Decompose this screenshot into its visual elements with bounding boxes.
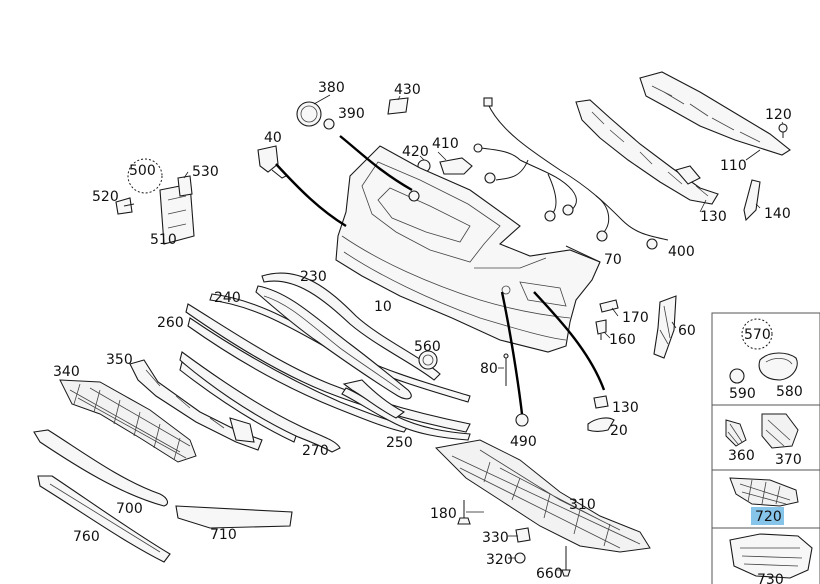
part-140 — [743, 179, 761, 222]
label-720: 720 — [755, 509, 782, 525]
part-320 — [514, 552, 526, 564]
part-240-strip — [255, 285, 412, 400]
part-110 — [639, 71, 791, 156]
label-240: 240 — [214, 290, 241, 306]
part-490 — [515, 413, 529, 427]
part-130-beam — [575, 99, 719, 205]
label-510: 510 — [150, 232, 177, 248]
part-180 — [457, 500, 471, 525]
part-250b — [342, 379, 406, 419]
label-10: 10 — [374, 299, 392, 315]
part-430 — [387, 97, 409, 115]
label-70: 70 — [604, 252, 622, 268]
part-130-small — [593, 395, 609, 409]
part-380 — [296, 101, 322, 127]
part-120 — [778, 123, 788, 138]
label-40: 40 — [264, 130, 282, 146]
part-340 — [59, 379, 197, 463]
label-430: 430 — [394, 82, 421, 98]
pointer-lines — [183, 94, 784, 571]
part-700 — [33, 429, 169, 507]
label-420: 420 — [402, 144, 429, 160]
part-40 — [257, 145, 287, 179]
part-760 — [37, 475, 171, 563]
part-720 — [729, 477, 799, 507]
part-570-group — [729, 318, 798, 384]
part-370 — [761, 413, 799, 449]
label-500: 500 — [129, 163, 156, 179]
label-350: 350 — [106, 352, 133, 368]
label-410: 410 — [432, 136, 459, 152]
label-330: 330 — [482, 530, 509, 546]
part-410 — [439, 157, 473, 175]
part-10-bumper — [335, 145, 601, 353]
label-580: 580 — [776, 384, 803, 400]
label-560: 560 — [414, 339, 441, 355]
part-160 — [595, 319, 607, 340]
label-710: 710 — [210, 527, 237, 543]
highlight-720 — [751, 507, 784, 525]
label-260: 260 — [157, 315, 184, 331]
label-340: 340 — [53, 364, 80, 380]
part-660 — [561, 546, 571, 577]
part-400-harness — [473, 97, 669, 250]
label-390: 390 — [338, 106, 365, 122]
part-730 — [729, 533, 813, 579]
label-140: 140 — [764, 206, 791, 222]
part-710 — [175, 505, 293, 529]
label-130a: 130 — [700, 209, 727, 225]
label-490: 490 — [510, 434, 537, 450]
label-80: 80 — [480, 361, 498, 377]
label-590: 590 — [729, 386, 756, 402]
part-310 — [434, 439, 651, 553]
part-590 — [729, 368, 745, 384]
label-310: 310 — [569, 497, 596, 513]
label-520: 520 — [92, 189, 119, 205]
part-20 — [587, 417, 615, 433]
part-70 — [565, 245, 601, 263]
label-360: 360 — [728, 448, 755, 464]
label-320: 320 — [486, 552, 513, 568]
label-570: 570 — [744, 327, 771, 343]
part-350 — [129, 359, 263, 451]
label-250: 250 — [386, 435, 413, 451]
label-60: 60 — [678, 323, 696, 339]
label-530: 530 — [192, 164, 219, 180]
label-400: 400 — [668, 244, 695, 260]
label-170: 170 — [622, 310, 649, 326]
label-730: 730 — [757, 572, 784, 584]
part-360 — [725, 419, 747, 447]
part-330 — [515, 527, 531, 543]
label-230: 230 — [300, 269, 327, 285]
label-270: 270 — [302, 443, 329, 459]
part-260 — [185, 303, 471, 433]
part-number-labels: 380 430 390 120 40 410 420 110 500 530 5… — [53, 80, 803, 584]
part-230 — [261, 272, 441, 381]
label-120: 120 — [765, 107, 792, 123]
label-700: 700 — [116, 501, 143, 517]
label-370: 370 — [775, 452, 802, 468]
part-390 — [323, 118, 335, 130]
label-660: 660 — [536, 566, 563, 582]
part-530 — [177, 175, 193, 197]
part-170 — [599, 299, 619, 313]
part-270 — [179, 351, 341, 453]
label-180: 180 — [430, 506, 457, 522]
label-760: 760 — [73, 529, 100, 545]
label-20: 20 — [610, 423, 628, 439]
part-580 — [758, 352, 798, 381]
label-380: 380 — [318, 80, 345, 96]
part-560 — [418, 350, 438, 370]
part-500-group — [115, 158, 195, 245]
label-130b: 130 — [612, 400, 639, 416]
part-60 — [653, 295, 677, 359]
part-80 — [503, 353, 509, 386]
label-110: 110 — [720, 158, 747, 174]
leader-lines — [275, 135, 606, 415]
label-160: 160 — [609, 332, 636, 348]
